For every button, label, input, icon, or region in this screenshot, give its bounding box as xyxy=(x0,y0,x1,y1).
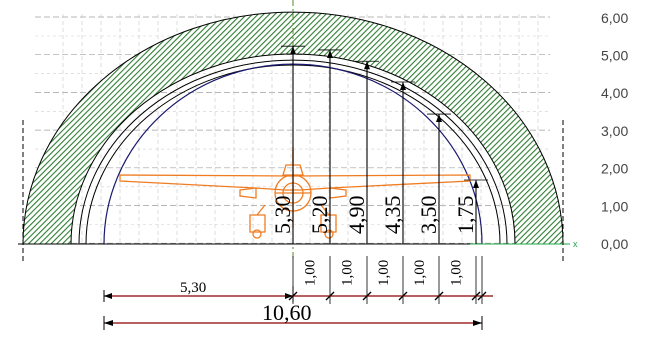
height-arrowhead xyxy=(364,61,370,70)
spacing-label: 1,00 xyxy=(376,260,392,286)
height-label: 3,50 xyxy=(416,196,441,235)
height-dimensions: 5,30 5,20 4,90 4,35 3,50 1,75 xyxy=(270,45,488,244)
spacing-label: 1,00 xyxy=(340,260,356,286)
axis-tick-label: 0,00 xyxy=(601,236,628,252)
half-span-dimension: 5,30 xyxy=(103,280,294,302)
axis-tick-label: 6,00 xyxy=(601,10,628,26)
axis-tick-label: 3,00 xyxy=(601,123,628,139)
spacing-tick xyxy=(477,291,487,301)
axis-x-label: x xyxy=(573,239,578,249)
spacing-tick xyxy=(471,291,481,301)
spacing-label: 1,00 xyxy=(412,260,428,286)
height-axis: 0,00 1,00 2,00 3,00 4,00 5,00 6,00 xyxy=(601,10,628,252)
axis-tick-label: 4,00 xyxy=(601,85,628,101)
height-label: 5,20 xyxy=(307,196,332,235)
spacing-label: 1,00 xyxy=(449,260,465,286)
height-label: 4,90 xyxy=(344,196,369,235)
height-arrowhead xyxy=(400,82,406,91)
full-span-label: 10,60 xyxy=(262,300,312,325)
axis-tick-label: 5,00 xyxy=(601,48,628,64)
height-arrowhead xyxy=(290,46,296,55)
spacing-tick xyxy=(325,291,335,301)
spacing-dimensions: 1,00 1,00 1,00 1,00 1,00 xyxy=(288,256,493,304)
height-label: 5,30 xyxy=(270,196,295,235)
axis-tick-label: 1,00 xyxy=(601,198,628,214)
height-arrowhead xyxy=(327,49,333,58)
spacing-tick xyxy=(434,291,444,301)
height-arrowhead xyxy=(436,114,442,123)
full-span-dimension: 10,60 xyxy=(103,300,483,330)
height-arrowhead xyxy=(473,180,479,189)
height-label: 4,35 xyxy=(380,196,405,235)
half-span-label: 5,30 xyxy=(180,280,206,296)
height-label: 1,75 xyxy=(453,196,478,235)
hangar-shell-hatch xyxy=(22,11,564,245)
spacing-tick xyxy=(362,291,372,301)
spacing-tick xyxy=(398,291,408,301)
axis-tick-label: 2,00 xyxy=(601,161,628,177)
spacing-label: 1,00 xyxy=(303,260,319,286)
